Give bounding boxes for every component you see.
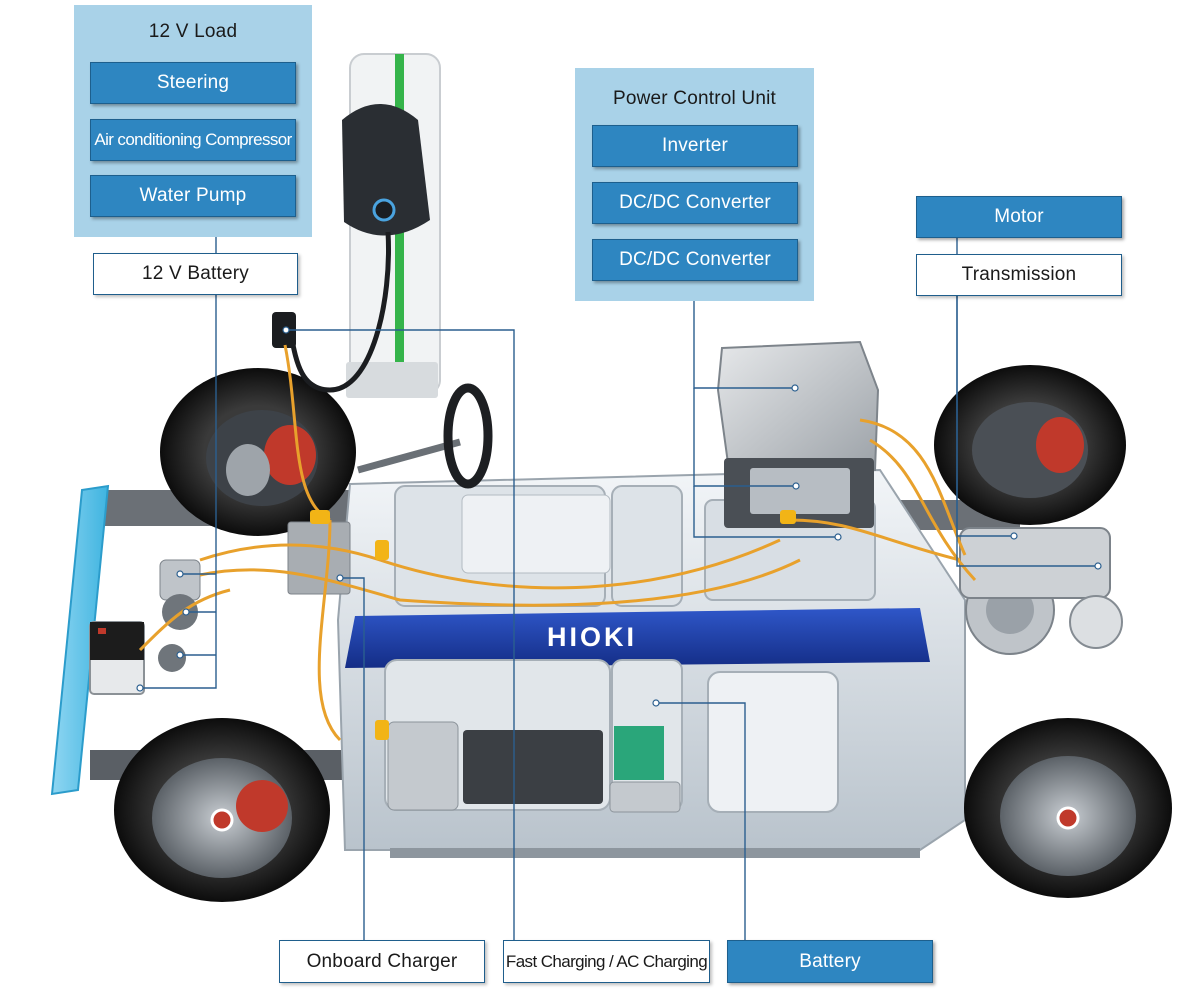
leader-battery <box>656 702 746 940</box>
label-motor: Motor <box>916 196 1122 238</box>
label-dcdc-converter: DC/DC Converter <box>592 182 798 224</box>
label-inverter: Inverter <box>592 125 798 167</box>
label-water-pump: Water Pump <box>90 175 296 217</box>
battery-cell-block <box>463 730 603 804</box>
label-12v-battery: 12 V Battery <box>93 253 298 295</box>
battery-cell-block <box>609 781 681 813</box>
steering-column <box>357 438 461 474</box>
label-battery: Battery <box>727 940 933 983</box>
steering-wheel <box>443 383 493 489</box>
charging-station <box>342 53 441 398</box>
battery-cell-block <box>387 721 459 811</box>
label-fast-charging-ac-charging: Fast Charging / AC Charging <box>503 940 710 983</box>
pcu-panel: Power Control Unit Inverter DC/DC Conver… <box>575 68 814 301</box>
label-transmission: Transmission <box>916 254 1122 296</box>
load-panel-title: 12 V Load <box>148 21 238 42</box>
battery-module-lower <box>707 671 839 813</box>
battery-brand-logo: HIOKI <box>547 622 637 652</box>
leader-onboard-charger <box>340 577 365 940</box>
leader-12v-load <box>140 236 217 689</box>
label-onboard-charger: Onboard Charger <box>279 940 485 983</box>
wheel-rear-left <box>114 718 330 902</box>
pcu-upper-housing <box>716 340 880 480</box>
leader-transmission <box>956 296 1014 537</box>
transmission-output <box>1069 595 1123 649</box>
wheel-front-right <box>934 365 1126 525</box>
pcu-panel-title: Power Control Unit <box>612 88 777 109</box>
battery-management-board <box>614 726 664 780</box>
battery-band <box>345 608 930 668</box>
wheel-rear-right <box>964 718 1172 898</box>
charging-cable <box>287 231 391 393</box>
floor-edge-strip <box>390 848 920 858</box>
label-dcdc-converter: DC/DC Converter <box>592 239 798 281</box>
label-steering: Steering <box>90 62 296 104</box>
leader-pcu-converter <box>693 388 796 487</box>
leader-fast-charging <box>286 329 515 940</box>
label-air-conditioning-compressor: Air conditioning Compressor <box>90 119 296 161</box>
leader-pcu-converter2 <box>693 486 838 538</box>
pcu-lower-housing <box>750 468 850 514</box>
front-bumper <box>50 484 110 796</box>
leader-pcu-inverter <box>693 300 795 389</box>
load-panel: 12 V Load Steering Air conditioning Comp… <box>74 5 312 237</box>
steering-pump <box>158 644 186 672</box>
battery-module-upper <box>461 494 611 574</box>
hv-connector <box>310 510 796 740</box>
